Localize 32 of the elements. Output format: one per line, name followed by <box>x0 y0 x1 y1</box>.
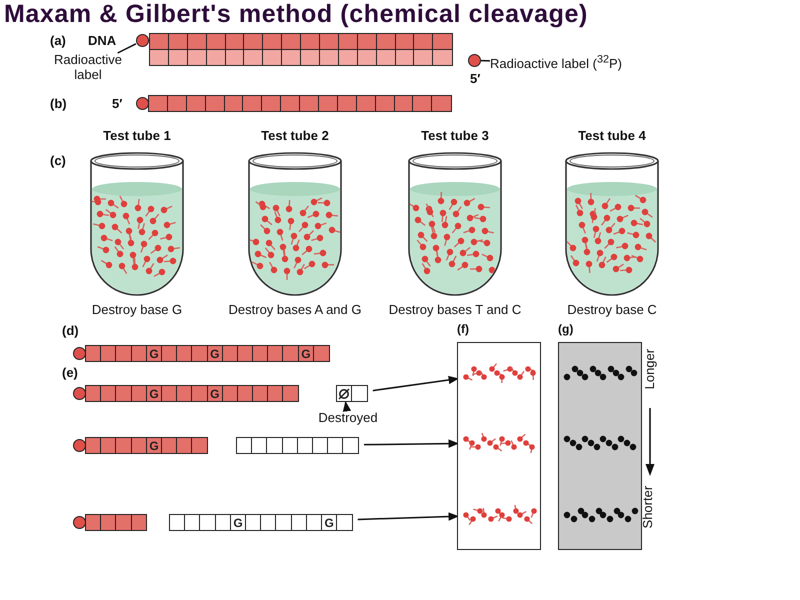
callout-text: Radioactive label ($^{32}$P) <box>490 54 650 72</box>
leader-line <box>117 43 136 54</box>
tube-label: Test tube 4 <box>578 128 646 143</box>
panel-letter: (b) <box>50 97 67 112</box>
tube-label: Test tube 2 <box>261 128 329 143</box>
callout-text: Radioactive label <box>46 53 130 83</box>
arrow <box>342 400 352 412</box>
tube-caption: Destroy bases A and G <box>228 303 362 318</box>
tube-label: Test tube 3 <box>421 128 489 143</box>
leader-line <box>480 60 490 62</box>
direction-label: Shorter <box>641 486 656 528</box>
panel-letter: (d) <box>62 324 79 338</box>
direction-label: Longer <box>643 348 658 390</box>
strand-label: DNA <box>88 34 116 48</box>
radioactive-label-dot <box>468 54 481 67</box>
panel-letter: (g) <box>558 322 574 338</box>
panel-letter: (f) <box>457 322 470 338</box>
radioactive-label-dot <box>136 34 149 47</box>
arrow <box>358 512 460 521</box>
tube-caption: Destroy base G <box>92 303 182 318</box>
arrow <box>364 439 460 448</box>
callout-text: Destroyed <box>312 411 384 426</box>
tube-caption: Destroy bases T and C <box>388 303 522 318</box>
tube-label: Test tube 1 <box>103 128 171 143</box>
panel-letter: (a) <box>50 34 66 48</box>
title: Maxam & Gilbert's method (chemical cleavage) <box>4 0 588 29</box>
end-label: 5′ <box>470 72 480 86</box>
tube-caption: Destroy base C <box>567 303 657 318</box>
arrow <box>372 376 460 392</box>
panel-letter: (c) <box>50 154 66 168</box>
end-label: 5′ <box>112 97 122 112</box>
panel-letter: (e) <box>62 366 78 380</box>
